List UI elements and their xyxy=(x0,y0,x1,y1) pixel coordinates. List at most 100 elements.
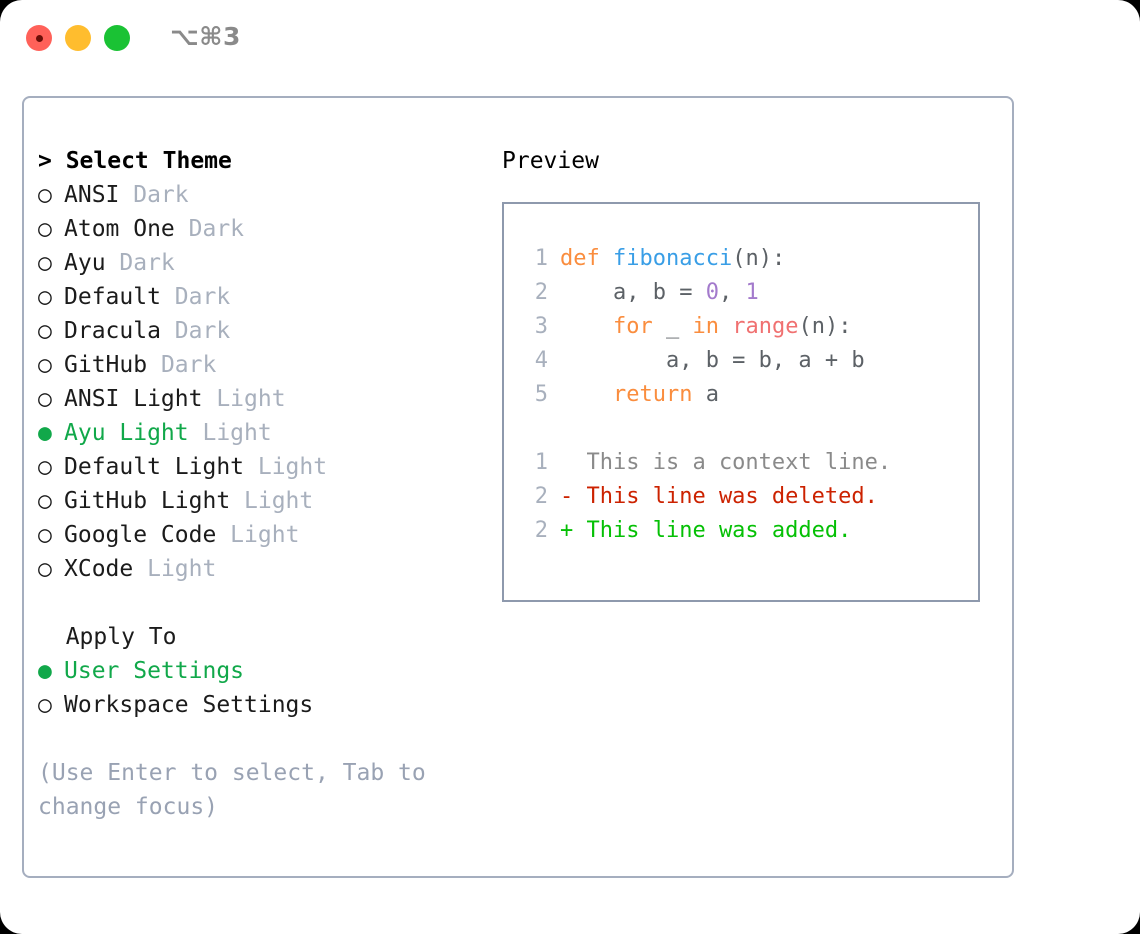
code-token-plain: a xyxy=(705,382,719,407)
radio-unselected-icon: ○ xyxy=(38,556,52,582)
theme-option-name: Ayu Light xyxy=(64,420,189,446)
diff-line-number: 2 xyxy=(534,484,548,509)
theme-option-kind: Dark xyxy=(105,250,175,276)
code-token-fn: fibonacci xyxy=(612,246,733,271)
theme-option-row[interactable]: ○Default Dark xyxy=(38,280,478,314)
radio-unselected-icon: ○ xyxy=(38,216,52,242)
theme-option-name: Dracula xyxy=(64,318,161,344)
panel-columns: > Select Theme ○ANSI Dark○Atom One Dark○… xyxy=(24,98,1012,876)
apply-to-option-row[interactable]: ○ Workspace Settings xyxy=(38,688,478,722)
theme-option-kind: Dark xyxy=(119,182,189,208)
theme-option-kind: Dark xyxy=(174,216,245,242)
theme-option-kind: Light xyxy=(216,522,300,548)
main-panel: > Select Theme ○ANSI Dark○Atom One Dark○… xyxy=(22,96,1014,878)
theme-option-name: GitHub xyxy=(64,352,148,378)
radio-unselected-icon: ○ xyxy=(38,182,52,208)
apply-to-option-name: User Settings xyxy=(64,658,245,684)
theme-option-row[interactable]: ○ ANSI Dark xyxy=(38,178,478,212)
select-theme-header: > Select Theme xyxy=(38,148,232,174)
theme-option-kind: Light xyxy=(202,386,286,412)
code-token-punc: , xyxy=(718,280,746,305)
theme-option-name: GitHub Light xyxy=(64,488,231,514)
theme-option-name: Google Code xyxy=(64,522,217,548)
line-number: 2 xyxy=(534,280,548,305)
theme-option-name: Default xyxy=(64,284,161,310)
theme-option-name: Atom One xyxy=(64,216,175,242)
diff-line: 2 - This line was deleted. xyxy=(522,480,978,514)
code-token-blt: range xyxy=(732,314,799,339)
theme-option-row[interactable]: ○ ANSI Light Light xyxy=(38,382,478,416)
radio-unselected-icon: ○ xyxy=(38,318,52,344)
theme-option-kind: Light xyxy=(188,420,272,446)
code-token-kw: in xyxy=(692,314,733,339)
radio-unselected-icon: ○ xyxy=(38,692,52,718)
code-token-punc: (n): xyxy=(798,314,852,339)
theme-option-row[interactable]: ○ Default Light Light xyxy=(38,450,478,484)
maximize-button-icon[interactable] xyxy=(104,25,130,51)
line-number: 5 xyxy=(534,382,548,407)
traffic-light-group xyxy=(26,25,130,51)
code-diff-gap xyxy=(522,412,978,446)
radio-unselected-icon: ○ xyxy=(38,352,52,378)
theme-option-kind: Light xyxy=(244,454,328,480)
diff-line: 2+ This line was added. xyxy=(522,514,978,548)
diff-line-text-ctx: This is a context line. xyxy=(560,450,892,475)
theme-option-row[interactable]: ○ XCode Light xyxy=(38,552,478,586)
apply-to-option-row[interactable]: ● User Settings xyxy=(38,654,478,688)
title-bar: ⌥⌘3 xyxy=(0,0,1140,78)
code-token-num: 1 xyxy=(745,280,759,305)
close-dot-icon xyxy=(35,34,43,42)
diff-line-text-del: - This line was deleted. xyxy=(560,484,878,509)
code-token-num: 0 xyxy=(705,280,719,305)
radio-unselected-icon: ○ xyxy=(38,454,52,480)
theme-option-row[interactable]: ● Ayu Light Light xyxy=(38,416,478,450)
theme-option-row[interactable]: ○Google Code Light xyxy=(38,518,478,552)
apply-to-option-name: Workspace Settings xyxy=(64,692,314,718)
line-number: 4 xyxy=(534,348,548,373)
theme-option-row[interactable]: ○ Atom One Dark xyxy=(38,212,478,246)
radio-selected-icon: ● xyxy=(38,420,52,446)
theme-option-kind: Dark xyxy=(160,318,231,344)
window-shortcut-label: ⌥⌘3 xyxy=(170,22,241,51)
code-token-plain: a, b = b, a + b xyxy=(560,348,865,373)
theme-option-name: XCode xyxy=(64,556,134,582)
diff-line: 1 This is a context line. xyxy=(522,446,978,480)
code-token-kw: for xyxy=(560,314,666,339)
code-line: 3 for _ in range(n): xyxy=(522,310,978,344)
theme-option-name: ANSI Light xyxy=(64,386,203,412)
apply-to-header: Apply To xyxy=(38,624,177,650)
preview-title: Preview xyxy=(502,148,599,174)
code-line: 5 return a xyxy=(522,378,978,412)
diff-sample: 1 This is a context line. 2 - This line wa… xyxy=(522,446,978,548)
radio-unselected-icon: ○ xyxy=(38,386,52,412)
radio-unselected-icon: ○ xyxy=(38,250,52,276)
line-number: 3 xyxy=(534,314,548,339)
theme-option-row[interactable]: ○ GitHub Dark xyxy=(38,348,478,382)
theme-option-list: ○ANSI Dark○Atom One Dark○Ayu Dark○Defaul… xyxy=(38,178,478,586)
theme-option-kind: Light xyxy=(133,556,217,582)
diff-line-number: 2 xyxy=(534,518,548,543)
theme-selector-column: > Select Theme ○ANSI Dark○Atom One Dark○… xyxy=(38,144,478,824)
theme-option-row[interactable]: ○ Ayu Dark xyxy=(38,246,478,280)
minimize-button-icon[interactable] xyxy=(65,25,91,51)
code-token-plain: a, b = xyxy=(560,280,706,305)
code-line: 4 a, b = b, a + b xyxy=(522,344,978,378)
theme-option-name: Ayu xyxy=(64,250,106,276)
theme-option-name: Default Light xyxy=(64,454,245,480)
theme-option-row[interactable]: ○ GitHub Light Light xyxy=(38,484,478,518)
code-token-kw: def xyxy=(560,246,613,271)
radio-selected-icon: ● xyxy=(38,658,52,684)
close-button-icon[interactable] xyxy=(26,25,52,51)
theme-option-name: ANSI xyxy=(64,182,120,208)
theme-option-kind: Dark xyxy=(147,352,217,378)
radio-unselected-icon: ○ xyxy=(38,488,52,514)
code-token-plain: _ xyxy=(665,314,693,339)
theme-option-row[interactable]: ○ Dracula Dark xyxy=(38,314,478,348)
code-token-punc: (n): xyxy=(732,246,786,271)
theme-option-kind: Light xyxy=(230,488,314,514)
diff-line-number: 1 xyxy=(534,450,548,475)
